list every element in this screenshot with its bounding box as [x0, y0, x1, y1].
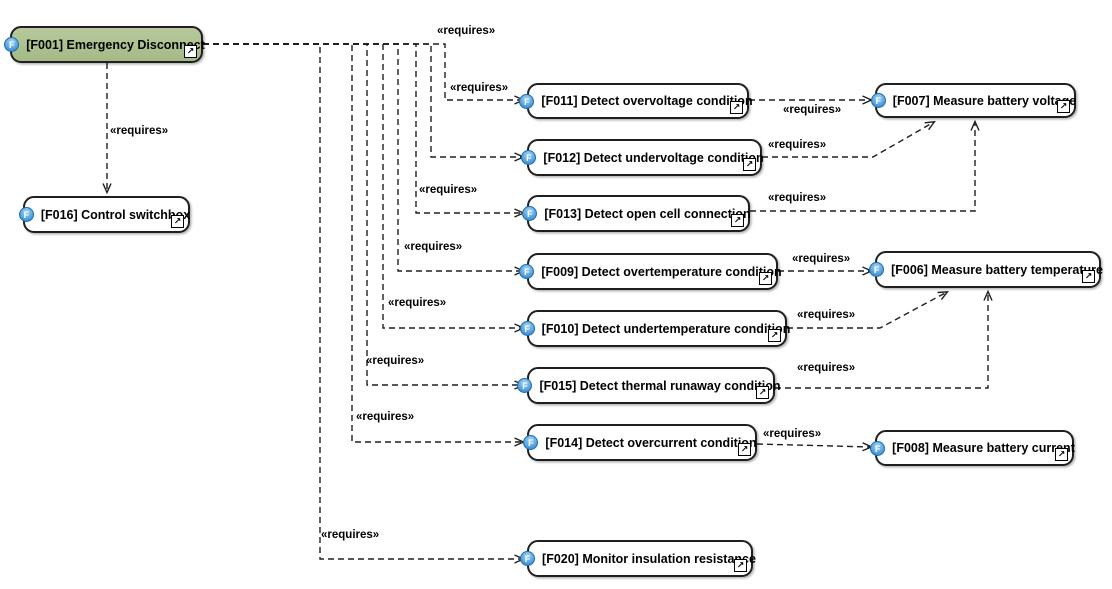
navigate-icon[interactable]: ↗ [171, 215, 184, 228]
function-icon: F [870, 440, 886, 456]
node-label: [F001] Emergency Disconnect [26, 37, 205, 52]
node-label: [F020] Monitor insulation resistance [542, 551, 756, 566]
function-icon: F [869, 262, 885, 277]
requires-stereotype-label: «requires» [763, 428, 822, 440]
requires-stereotype-label: «requires» [356, 411, 415, 423]
node-label: [F009] Detect overtemperature condition [541, 264, 782, 279]
requires-stereotype-label: «requires» [388, 297, 447, 309]
requires-stereotype-label: «requires» [783, 104, 842, 116]
node-f013[interactable]: F [F013] Detect open cell connection↗ [522, 195, 751, 232]
node-f015[interactable]: F [F015] Detect thermal runaway condition… [517, 367, 781, 404]
node-f010[interactable]: F [F010] Detect undertemperature conditio… [519, 310, 790, 347]
navigate-icon[interactable]: ↗ [738, 443, 751, 456]
function-icon: F [517, 378, 533, 393]
edge-F014-F008 [756, 442, 874, 452]
edge-F010-F006 [787, 290, 949, 329]
node-label: [F007] Measure battery voltage [892, 93, 1077, 108]
requires-stereotype-label: «requires» [437, 25, 496, 37]
function-icon: F [519, 264, 535, 279]
function-icon: F [520, 551, 536, 566]
node-f009[interactable]: F [F009] Detect overtemperature condition… [519, 253, 782, 290]
navigate-icon[interactable]: ↗ [731, 214, 744, 227]
node-label: [F012] Detect undervoltage condition [543, 150, 764, 165]
node-f014[interactable]: F [F014] Detect overcurrent condition↗ [523, 424, 757, 461]
node-label: [F010] Detect undertemperature condition [541, 321, 791, 336]
node-label: [F016] Control switchbox [40, 207, 191, 222]
navigate-icon[interactable]: ↗ [756, 386, 769, 399]
edge-F012-F007 [762, 120, 936, 158]
node-f006[interactable]: F [F006] Measure battery temperature↗ [869, 251, 1103, 288]
requires-stereotype-label: «requires» [768, 192, 827, 204]
navigate-icon[interactable]: ↗ [1057, 100, 1070, 113]
function-icon: F [522, 206, 538, 221]
requires-stereotype-label: «requires» [797, 362, 856, 374]
edge-F001-F020 [203, 43, 526, 564]
node-f016[interactable]: F [F016] Control switchbox↗ [18, 196, 191, 233]
navigate-icon[interactable]: ↗ [759, 272, 772, 285]
requires-stereotype-label: «requires» [419, 184, 478, 196]
function-icon: F [519, 93, 535, 109]
requires-stereotype-label: «requires» [797, 309, 856, 321]
node-f001[interactable]: F [F001] Emergency Disconnect↗ [4, 26, 205, 63]
edge-F013-F007 [750, 119, 980, 212]
navigate-icon[interactable]: ↗ [768, 329, 781, 342]
node-label: [F013] Detect open cell connection [544, 206, 751, 221]
requires-stereotype-label: «requires» [792, 253, 851, 265]
navigate-icon[interactable]: ↗ [730, 101, 743, 114]
edge-F015-F006 [775, 289, 993, 389]
navigate-icon[interactable]: ↗ [734, 559, 747, 572]
node-f008[interactable]: F [F008] Measure battery current↗ [870, 430, 1075, 466]
navigate-icon[interactable]: ↗ [1055, 448, 1068, 461]
edge-F001-F009 [203, 43, 526, 276]
requires-stereotype-label: «requires» [110, 125, 169, 137]
function-icon: F [4, 37, 20, 52]
edge-F001-F013 [203, 43, 526, 218]
function-icon: F [523, 435, 539, 450]
node-label: [F015] Detect thermal runaway condition [539, 378, 781, 393]
function-icon: F [521, 150, 537, 165]
node-f007[interactable]: F [F007] Measure battery voltage↗ [870, 83, 1077, 118]
requires-stereotype-label: «requires» [450, 82, 509, 94]
node-label: [F011] Detect overvoltage condition [541, 94, 753, 108]
node-f020[interactable]: F [F020] Monitor insulation resistance↗ [520, 540, 756, 577]
requires-stereotype-label: «requires» [768, 139, 827, 151]
requires-stereotype-label: «requires» [404, 241, 463, 253]
node-label: [F014] Detect overcurrent condition [545, 435, 757, 450]
edge-F001-F014 [203, 43, 526, 447]
node-f011[interactable]: F [F011] Detect overvoltage condition↗ [519, 83, 753, 119]
requires-stereotype-label: «requires» [366, 355, 425, 367]
edge-F001-F012 [203, 43, 526, 162]
function-icon: F [18, 207, 34, 222]
requires-stereotype-label: «requires» [321, 529, 380, 541]
node-label: [F008] Measure battery current [892, 441, 1075, 455]
node-label: [F006] Measure battery temperature [891, 262, 1103, 277]
function-icon: F [870, 93, 886, 108]
function-icon: F [519, 321, 535, 336]
navigate-icon[interactable]: ↗ [184, 45, 197, 58]
edge-F001-F015 [203, 43, 526, 390]
node-f012[interactable]: F [F012] Detect undervoltage condition↗ [521, 139, 764, 176]
navigate-icon[interactable]: ↗ [1082, 270, 1095, 283]
navigate-icon[interactable]: ↗ [743, 158, 756, 171]
